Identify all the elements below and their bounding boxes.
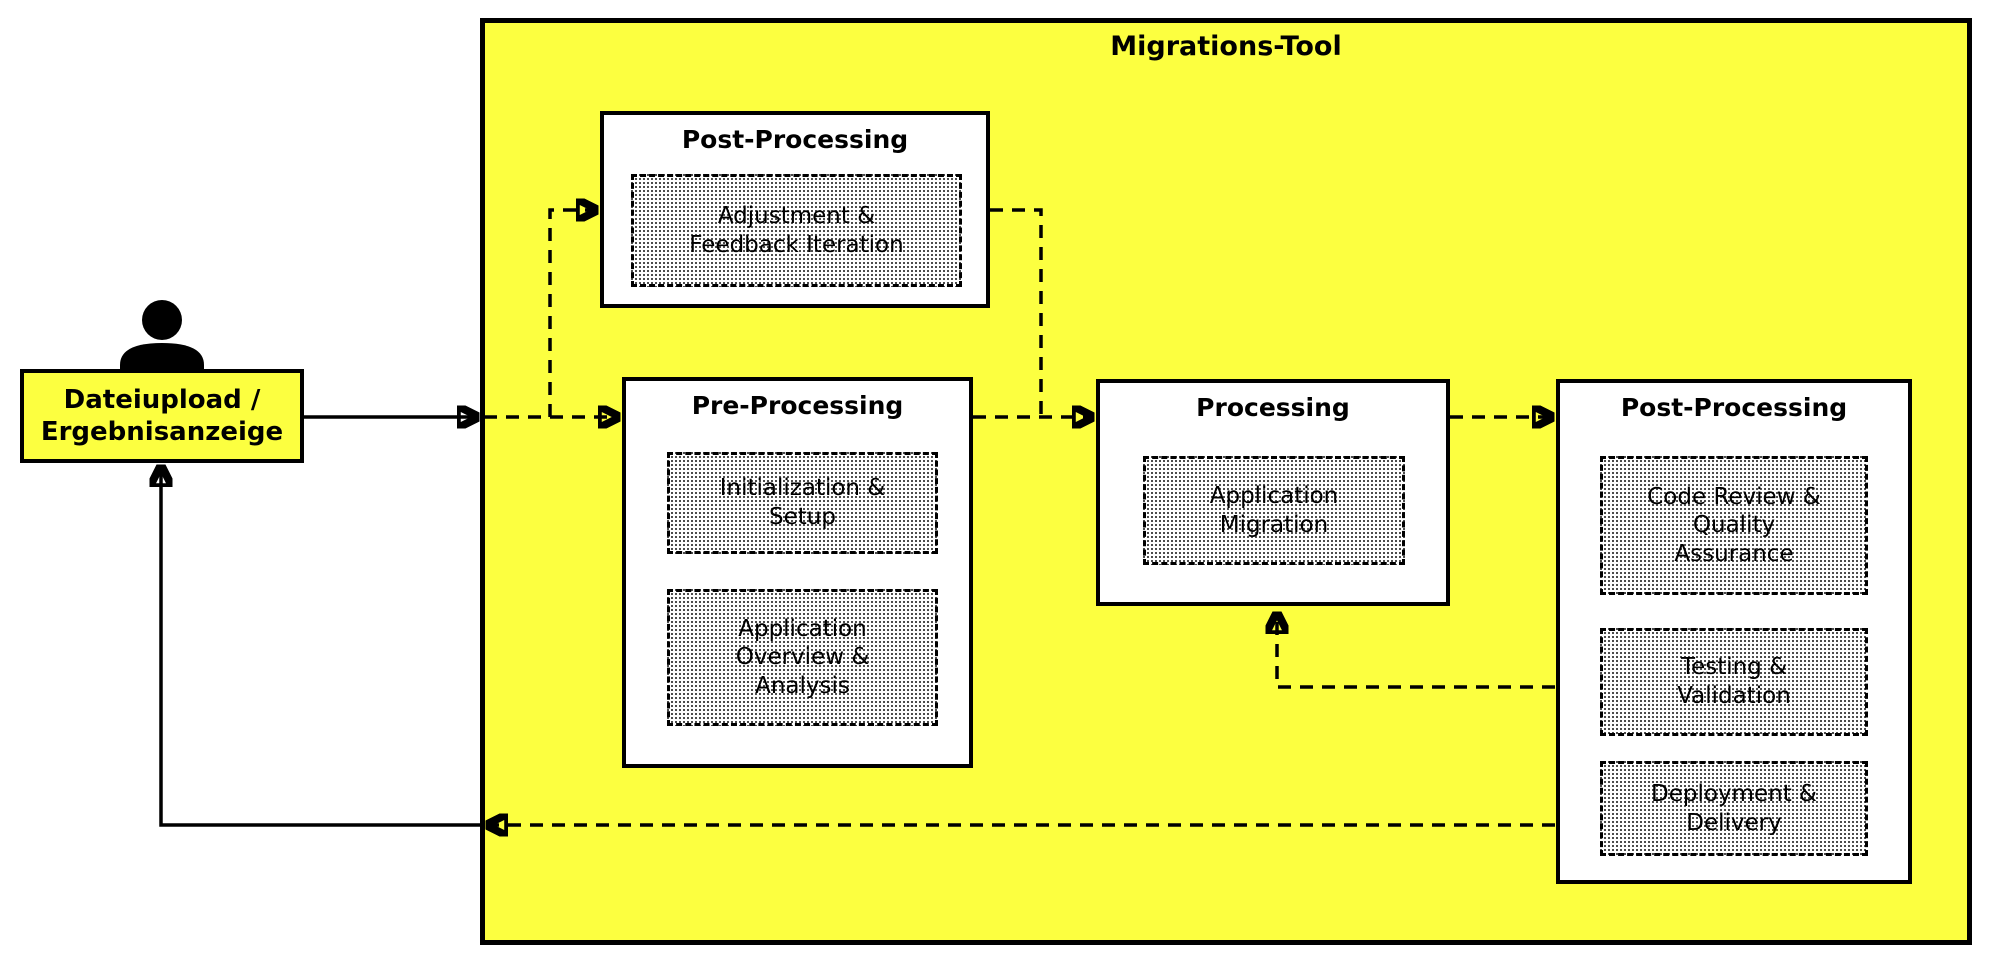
person-icon bbox=[120, 300, 204, 372]
migrations-tool-container: Migrations-Tool Post-Processing Adjustme… bbox=[480, 18, 1972, 945]
task-testing-validation: Testing & Validation bbox=[1600, 628, 1868, 736]
connector-tool-to-actor-return bbox=[161, 469, 480, 827]
task-label: Application Overview & Analysis bbox=[735, 615, 870, 699]
task-label: Testing & Validation bbox=[1677, 654, 1791, 709]
task-label: Adjustment & Feedback Iteration bbox=[689, 202, 904, 258]
task-application-overview-analysis: Application Overview & Analysis bbox=[667, 589, 938, 726]
stage-title: Post-Processing bbox=[681, 125, 909, 154]
task-label: Code Review & Quality Assurance bbox=[1647, 483, 1821, 567]
stage-title: Pre-Processing bbox=[691, 391, 904, 420]
task-label: Initialization & Setup bbox=[719, 475, 886, 530]
task-label: Application Migration bbox=[1209, 482, 1339, 538]
stage-pre-processing: Pre-Processing Initialization & Setup Ap… bbox=[622, 377, 973, 768]
task-initialization-setup: Initialization & Setup bbox=[667, 452, 938, 554]
stage-post-processing-top: Post-Processing Adjustment & Feedback It… bbox=[600, 111, 990, 308]
task-application-migration: Application Migration bbox=[1143, 456, 1405, 565]
task-code-review-quality-assurance: Code Review & Quality Assurance bbox=[1600, 456, 1868, 595]
task-adjustment-feedback-iteration: Adjustment & Feedback Iteration bbox=[631, 174, 962, 287]
task-label: Deployment & Delivery bbox=[1651, 780, 1817, 836]
stage-processing: Processing Application Migration bbox=[1096, 379, 1450, 606]
stage-title: Post-Processing bbox=[1620, 393, 1848, 422]
task-deployment-delivery: Deployment & Delivery bbox=[1600, 761, 1868, 856]
stage-title: Processing bbox=[1196, 393, 1350, 422]
stage-post-processing-right: Post-Processing Code Review & Quality As… bbox=[1556, 379, 1912, 884]
actor-label: Dateiupload / Ergebnisanzeige bbox=[40, 384, 284, 448]
migrations-tool-title: Migrations-Tool bbox=[1110, 31, 1342, 62]
actor-box-dateiupload: Dateiupload / Ergebnisanzeige bbox=[20, 369, 304, 463]
